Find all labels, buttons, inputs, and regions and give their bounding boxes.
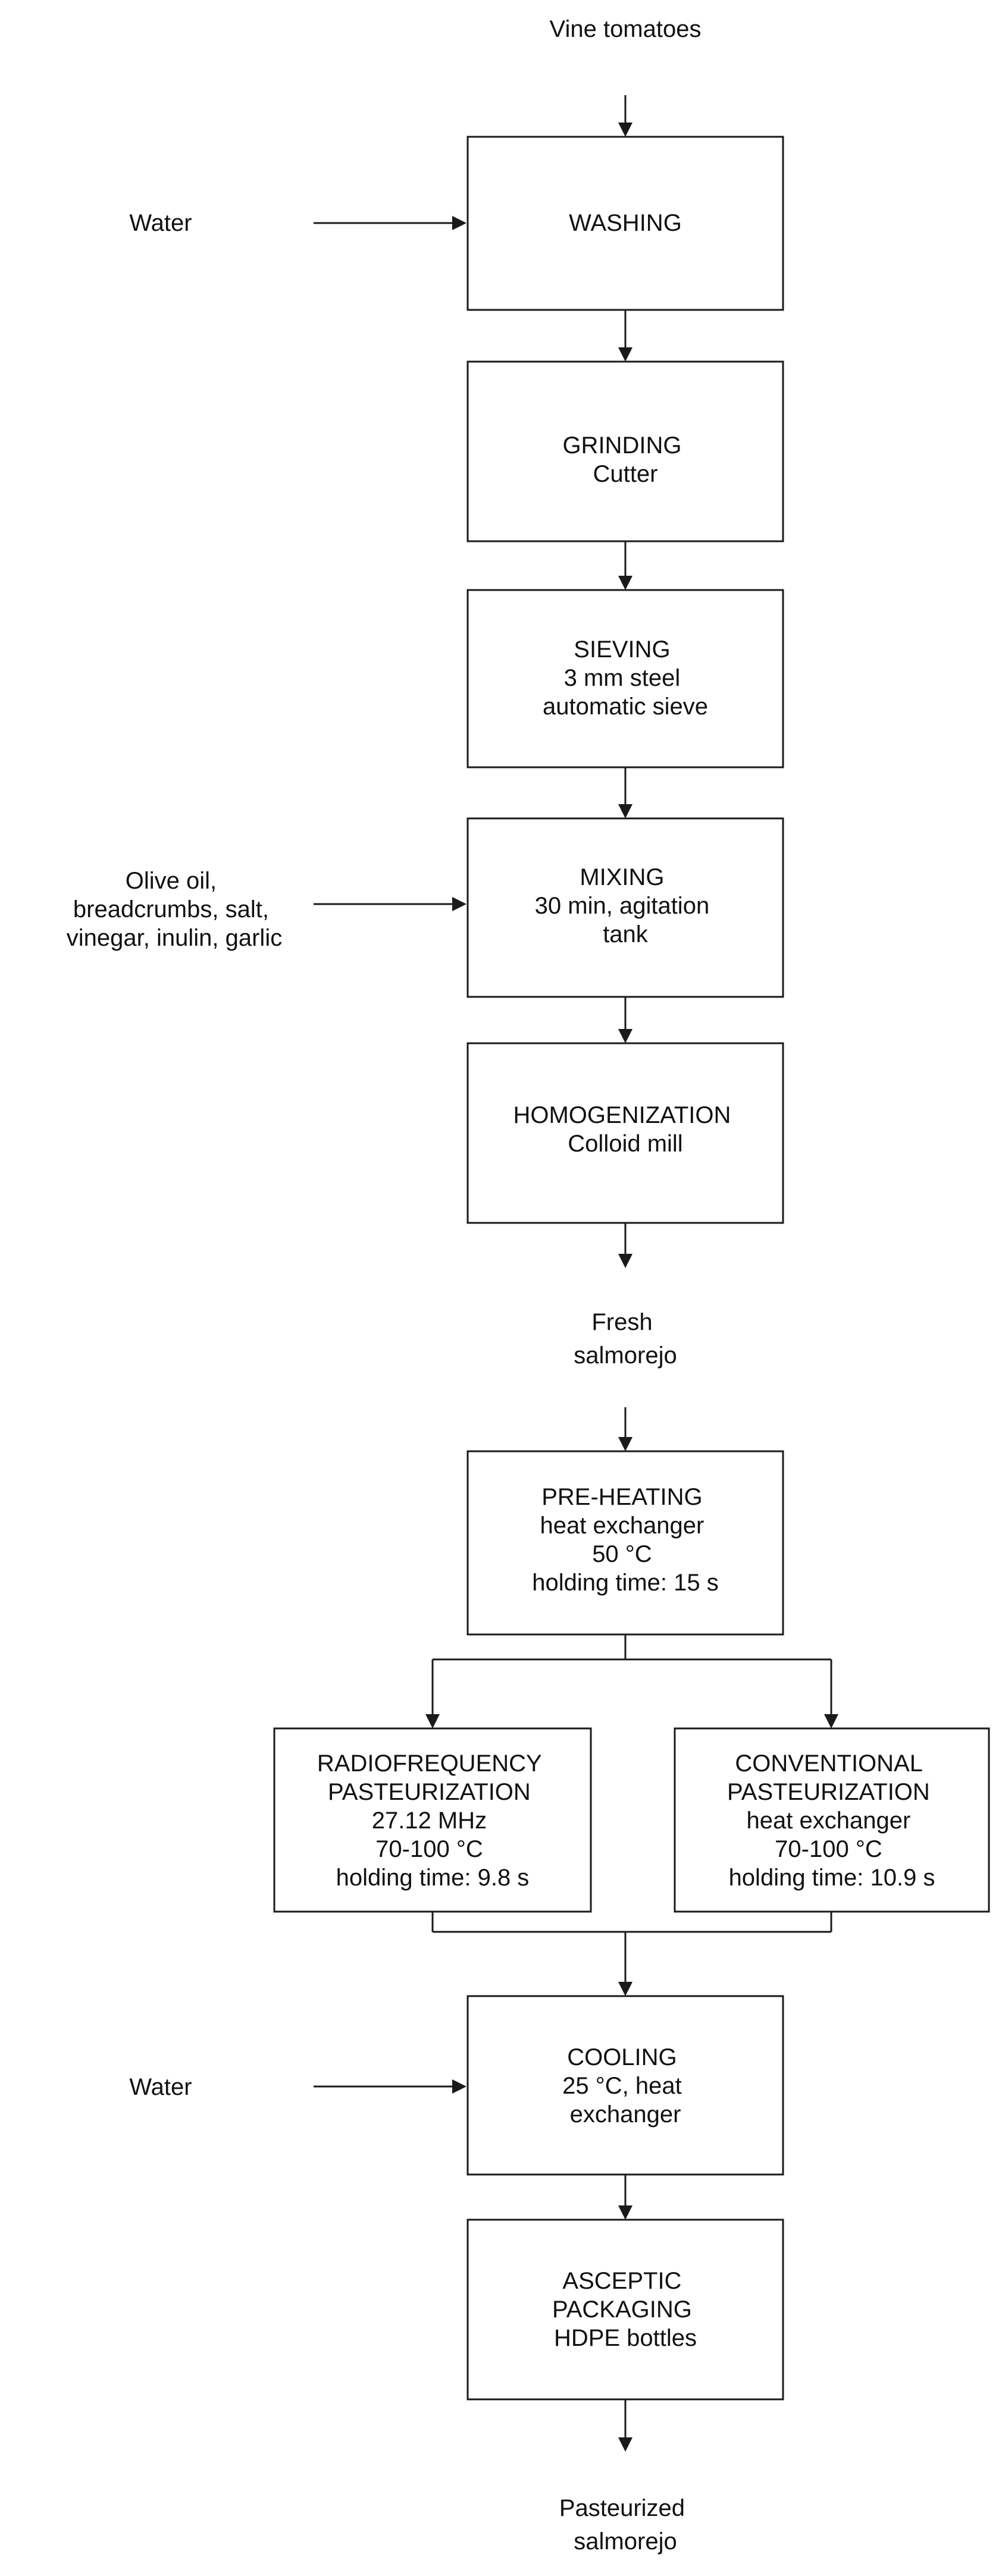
preheating-box xyxy=(466,1450,784,1636)
arrow-head-icon xyxy=(618,576,632,590)
sieving-box xyxy=(466,589,784,768)
top-input-label: Vine tomatoes xyxy=(550,16,702,42)
preheating-label: PRE-HEATING heat exchanger 50 °C holding… xyxy=(532,1484,719,1596)
radiofrequency-label: RADIOFREQUENCY PASTEURIZATION 27.12 MHz … xyxy=(317,1750,548,1891)
arrow-head-icon xyxy=(618,2437,632,2452)
arrow-head-icon xyxy=(425,1714,440,1728)
homogenization-box xyxy=(466,1042,784,1224)
packaging-box xyxy=(466,2219,784,2401)
packaging-label: ASCEPTIC PACKAGING HDPE bottles xyxy=(552,2268,699,2351)
arrow-head-icon xyxy=(618,2205,632,2220)
arrow-head-icon xyxy=(452,2079,466,2094)
cooling-box xyxy=(466,1995,784,2176)
conventional-label: CONVENTIONAL PASTEURIZATION heat exchang… xyxy=(727,1750,937,1891)
arrow-head-icon xyxy=(824,1714,838,1728)
radiofrequency-box xyxy=(273,1727,592,1913)
arrow-head-icon xyxy=(618,1437,632,1451)
cooling-label: COOLING 25 °C, heat exchanger xyxy=(562,2044,688,2128)
arrow-head-icon xyxy=(618,123,632,137)
arrow-head-icon xyxy=(618,1982,632,1996)
mixing-ingredients-label: Olive oil, breadcrumbs, salt, vinegar, i… xyxy=(67,868,282,951)
homogenization-label: HOMOGENIZATION Colloid mill xyxy=(513,1102,737,1157)
process-steps xyxy=(273,136,990,2401)
arrow-head-icon xyxy=(452,216,466,230)
arrow-head-icon xyxy=(452,897,466,911)
pasteurized-salmorejo-label: Pasteurized salmorejo xyxy=(559,2495,691,2555)
water-washing-label: Water xyxy=(129,210,192,236)
sieving-label: SIEVING 3 mm steel automatic sieve xyxy=(543,636,708,720)
arrow-head-icon xyxy=(618,1029,632,1043)
arrow-head-icon xyxy=(618,804,632,818)
connectors xyxy=(314,95,838,2452)
fresh-salmorejo-label: Fresh salmorejo xyxy=(574,1309,677,1369)
grinding-box xyxy=(466,360,784,542)
washing-box xyxy=(466,136,784,311)
mixing-label: MIXING 30 min, agitation tank xyxy=(535,864,716,947)
labels: Vine tomatoes Water WASHING GRINDING Cut… xyxy=(67,16,937,2555)
washing-label: WASHING xyxy=(569,210,682,236)
grinding-label: GRINDING Cutter xyxy=(562,432,688,487)
mixing-box xyxy=(466,817,784,998)
arrow-head-icon xyxy=(618,347,632,362)
conventional-box xyxy=(674,1727,990,1913)
arrow-head-icon xyxy=(618,1254,632,1268)
water-cooling-label: Water xyxy=(129,2074,192,2100)
